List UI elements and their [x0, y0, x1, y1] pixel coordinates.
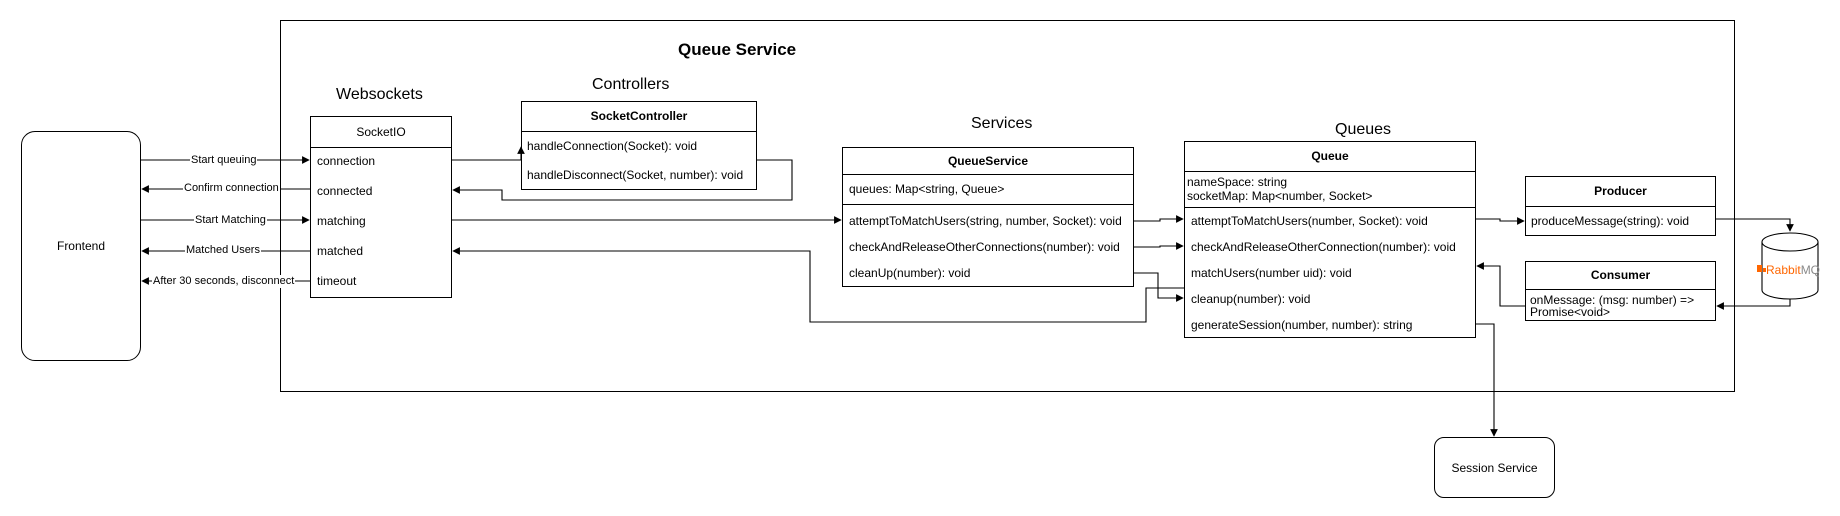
- label-start-queuing: Start queuing: [190, 154, 258, 167]
- queueservice-title: QueueService: [843, 148, 1133, 175]
- controllers-label: Controllers: [592, 76, 670, 93]
- rabbitmq-logo-rabbit: Rabbit: [1766, 263, 1801, 277]
- method-cleanup: cleanUp(number): void: [849, 266, 971, 280]
- rabbitmq-logo: RabbitMQ: [1766, 263, 1820, 277]
- method-handle-disconnect: handleDisconnect(Socket, number): void: [527, 168, 744, 182]
- producer-class: Producer produceMessage(string): void: [1525, 176, 1716, 236]
- event-timeout: timeout: [317, 274, 357, 288]
- method-q-generate-session: generateSession(number, number): string: [1191, 318, 1413, 332]
- edge-consumer-to-queue: [1476, 262, 1525, 307]
- method-on-message: onMessage: (msg: number) =>: [1530, 293, 1695, 307]
- event-matching: matching: [317, 214, 366, 228]
- edge-producer-to-rabbitmq: [1716, 218, 1794, 232]
- rabbitmq-cylinder: [1761, 232, 1819, 300]
- frontend-label: Frontend: [56, 239, 106, 253]
- event-matched: matched: [317, 244, 364, 258]
- field-namespace: nameSpace: string: [1187, 175, 1288, 189]
- socketcontroller-title: SocketController: [522, 102, 756, 132]
- field-socketmap: socketMap: Map<number, Socket>: [1187, 189, 1373, 203]
- method-q-cleanup: cleanup(number): void: [1191, 292, 1311, 306]
- socketcontroller-class: SocketController handleConnection(Socket…: [521, 101, 757, 190]
- method-attempt-to-match: attemptToMatchUsers(string, number, Sock…: [849, 214, 1122, 228]
- edge-queue-to-session: [1476, 323, 1498, 437]
- edge-check-service-to-queue: [1134, 242, 1184, 250]
- queues-label: Queues: [1335, 121, 1392, 138]
- label-confirm-connection: Confirm connection: [183, 182, 280, 195]
- label-matched-users: Matched Users: [185, 244, 261, 257]
- edge-cleanup-service-to-queue: [1134, 272, 1184, 302]
- label-after-30: After 30 seconds, disconnect: [152, 275, 296, 288]
- services-label: Services: [971, 115, 1033, 132]
- frontend-box: Frontend: [21, 131, 141, 361]
- method-q-check-and-release: checkAndReleaseOtherConnection(number): …: [1191, 240, 1456, 254]
- queue-service-title: Queue Service: [678, 40, 797, 59]
- method-q-attempt-to-match: attemptToMatchUsers(number, Socket): voi…: [1191, 214, 1428, 228]
- method-produce-message: produceMessage(string): void: [1531, 214, 1690, 228]
- event-connected: connected: [317, 184, 373, 198]
- websockets-label: Websockets: [336, 86, 423, 103]
- method-q-match-users: matchUsers(number uid): void: [1191, 266, 1352, 280]
- edge-disconnect-to-connected: [452, 159, 793, 201]
- edge-attempt-service-to-queue: [1134, 215, 1184, 223]
- field-queues: queues: Map<string, Queue>: [849, 182, 1005, 196]
- edge-queue-to-producer: [1476, 217, 1525, 225]
- queue-class: Queue nameSpace: string socketMap: Map<n…: [1184, 141, 1476, 338]
- producer-title: Producer: [1526, 177, 1715, 207]
- method-on-message-return: Promise<void>: [1530, 305, 1611, 319]
- label-start-matching: Start Matching: [194, 214, 267, 227]
- edge-queue-to-matched: [452, 247, 1184, 323]
- consumer-title: Consumer: [1526, 262, 1715, 290]
- queue-service-container: [280, 20, 1735, 392]
- method-handle-connection: handleConnection(Socket): void: [527, 139, 698, 153]
- socketio-title: SocketIO: [311, 117, 451, 148]
- session-service-label: Session Service: [1451, 460, 1538, 475]
- session-service-box: Session Service: [1434, 437, 1555, 498]
- queue-title: Queue: [1185, 142, 1475, 172]
- event-connection: connection: [317, 154, 376, 168]
- queueservice-class: QueueService queues: Map<string, Queue> …: [842, 147, 1134, 287]
- consumer-class: Consumer onMessage: (msg: number) => Pro…: [1525, 261, 1716, 321]
- edge-connection-to-controller: [452, 146, 525, 161]
- rabbitmq-icon: [1757, 265, 1762, 272]
- rabbitmq-logo-mq: MQ: [1800, 263, 1821, 277]
- edge-rabbitmq-to-consumer: [1716, 298, 1791, 310]
- method-check-and-release: checkAndReleaseOtherConnections(number):…: [849, 240, 1120, 254]
- socketio-class: SocketIO connection connected matching m…: [310, 116, 452, 298]
